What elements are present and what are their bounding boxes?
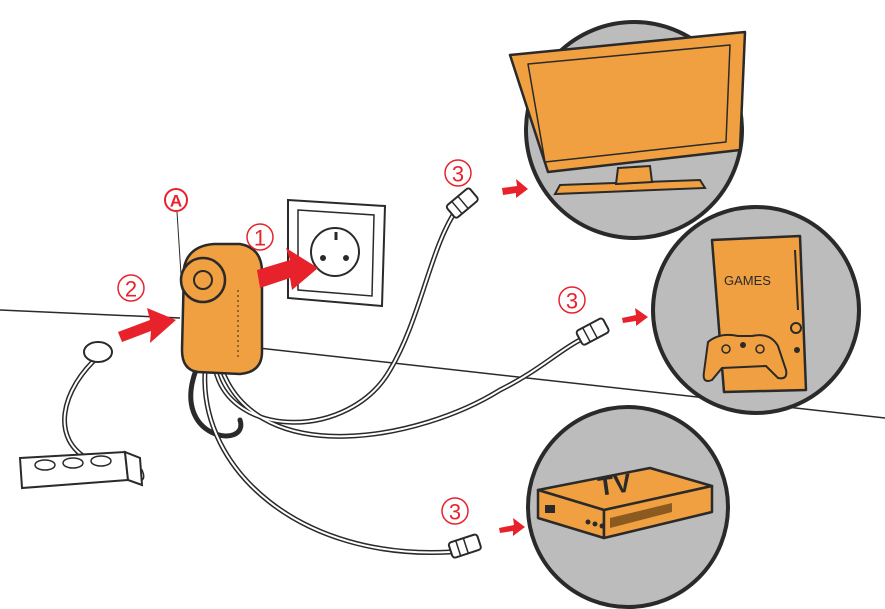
- step-3-tv: 3: [444, 159, 472, 187]
- box-text: TV: [596, 467, 634, 501]
- ethernet-cables-inner: [203, 211, 581, 554]
- step-2-text: 2: [125, 277, 137, 302]
- console-circle: GAMES: [651, 205, 861, 415]
- wall-socket-icon: [287, 198, 387, 308]
- step-3-box: 3: [441, 497, 469, 525]
- power-strip-icon: [18, 341, 145, 490]
- tvbox-circle: TV: [526, 405, 730, 609]
- step-3-console-text: 3: [566, 289, 578, 314]
- powerline-adapter-icon: [179, 242, 264, 376]
- console-text: GAMES: [724, 273, 771, 288]
- game-console-icon: [702, 234, 808, 394]
- tv-circle: [508, 20, 747, 240]
- step-3-box-text: 3: [449, 500, 461, 525]
- step-2: 2: [117, 274, 145, 302]
- tv-box-icon: [536, 466, 714, 540]
- ethernet-plug-icon: [445, 187, 610, 559]
- step-1: 1: [246, 223, 274, 251]
- tv-monitor-icon: [553, 164, 707, 196]
- arrow-icon: [118, 179, 648, 536]
- step-1-text: 1: [254, 226, 266, 251]
- step-3-console: 3: [558, 286, 586, 314]
- callout-a-text: A: [170, 192, 182, 211]
- callout-a: A: [164, 188, 188, 212]
- step-3-tv-text: 3: [452, 162, 464, 187]
- callout-line: [176, 211, 183, 291]
